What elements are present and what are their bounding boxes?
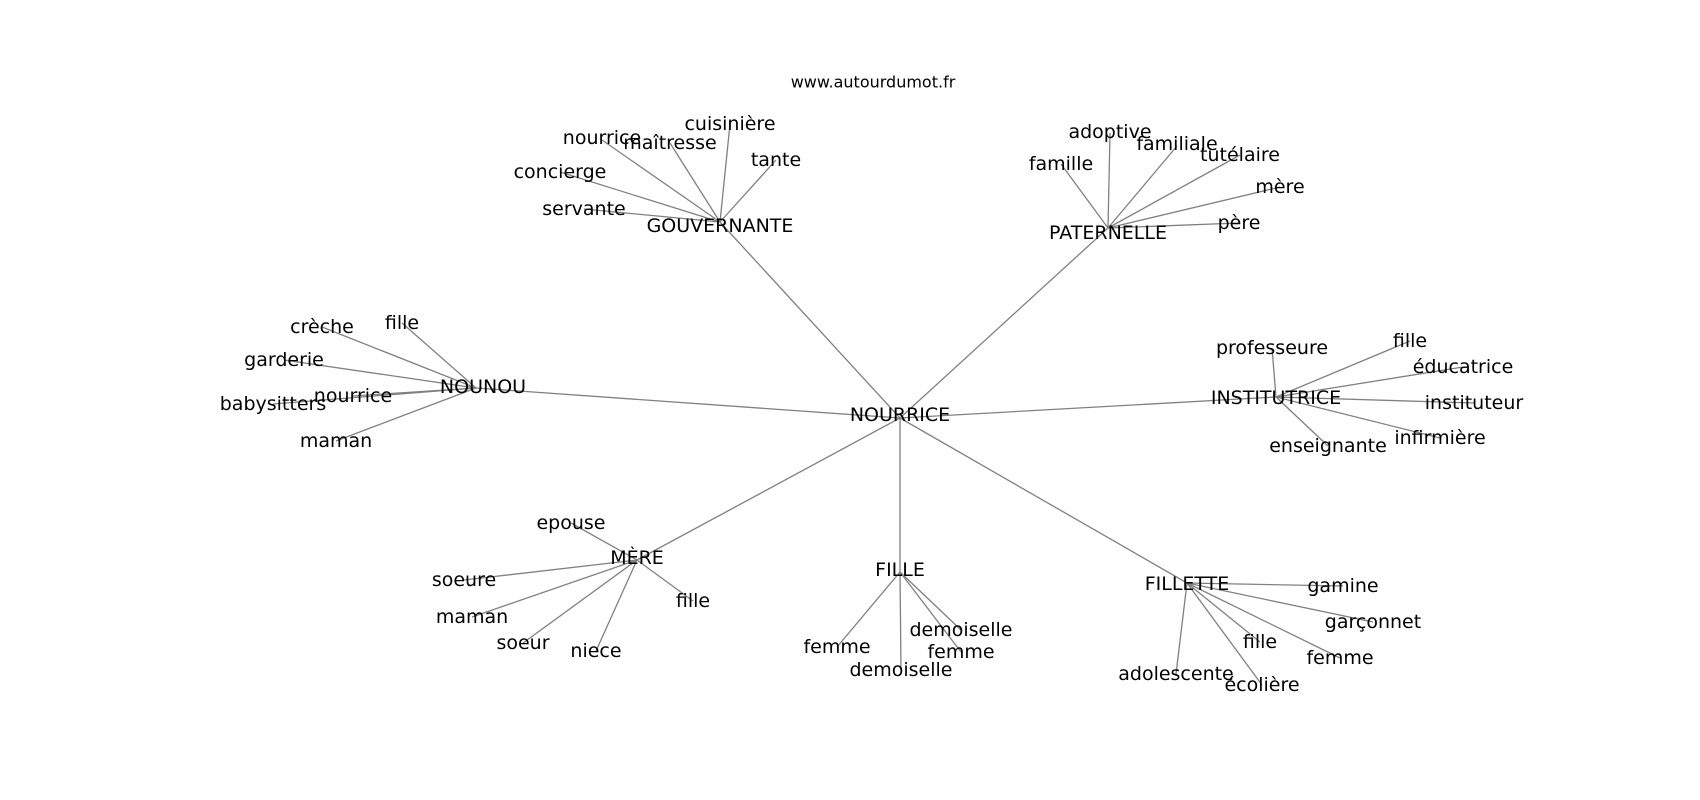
edge-hub-to-leaf bbox=[272, 387, 477, 405]
edge-hub-to-leaf bbox=[636, 559, 694, 602]
leaf-node-label: concierge bbox=[514, 161, 607, 183]
edge-hub-to-leaf bbox=[463, 559, 638, 581]
edge-center-to-hub bbox=[636, 417, 901, 561]
edge-hub-to-leaf bbox=[321, 326, 477, 389]
labels-layer: NOURRICEGOUVERNANTEcuisinièrenourricemaî… bbox=[220, 113, 1524, 696]
edge-hub-to-leaf bbox=[522, 559, 638, 644]
leaf-node-label: maman bbox=[436, 606, 508, 628]
leaf-node-label: écolière bbox=[1224, 674, 1299, 696]
edge-hub-to-leaf bbox=[283, 359, 477, 389]
leaf-node-label: père bbox=[1218, 212, 1261, 234]
leaf-node-label: fille bbox=[1243, 631, 1277, 653]
edge-hub-to-leaf bbox=[1107, 186, 1281, 229]
leaf-node-label: femme bbox=[927, 641, 994, 663]
edge-center-to-hub bbox=[719, 221, 901, 419]
hub-node-label: PATERNELLE bbox=[1049, 222, 1167, 244]
leaf-node-label: cuisinière bbox=[684, 113, 775, 135]
leaf-node-label: gamine bbox=[1307, 575, 1378, 597]
hub-node-label: NOUNOU bbox=[440, 376, 526, 398]
hub-node-label: MÈRE bbox=[610, 546, 664, 569]
hub-node-label: GOUVERNANTE bbox=[647, 215, 794, 237]
leaf-node-label: infirmière bbox=[1394, 427, 1485, 449]
leaf-node-label: professeure bbox=[1216, 337, 1328, 359]
edge-hub-to-leaf bbox=[1186, 582, 1341, 659]
leaf-node-label: famille bbox=[1029, 153, 1093, 175]
edge-hub-to-leaf bbox=[1275, 366, 1464, 398]
leaf-node-label: éducatrice bbox=[1413, 356, 1514, 378]
hub-node-label: FILLE bbox=[875, 559, 925, 581]
site-watermark: www.autourdumot.fr bbox=[791, 73, 956, 92]
leaf-node-label: maman bbox=[300, 430, 372, 452]
edge-center-to-hub bbox=[899, 417, 1188, 584]
edge-hub-to-leaf bbox=[899, 571, 962, 631]
edge-hub-to-leaf bbox=[1275, 396, 1441, 439]
leaf-node-label: familiale bbox=[1136, 133, 1217, 155]
leaf-node-label: adolescente bbox=[1118, 663, 1234, 685]
leaf-node-label: babysitters bbox=[220, 393, 327, 415]
edge-hub-to-leaf bbox=[1175, 582, 1188, 675]
leaf-node-label: enseignante bbox=[1269, 435, 1387, 457]
hub-node-label: INSTITUTRICE bbox=[1211, 387, 1341, 409]
leaf-node-label: nourrice bbox=[314, 385, 392, 407]
leaf-node-label: crèche bbox=[290, 316, 354, 338]
leaf-node-label: niece bbox=[570, 640, 621, 662]
edge-hub-to-leaf bbox=[1271, 347, 1277, 398]
edge-hub-to-leaf bbox=[1275, 396, 1475, 404]
edge-hub-to-leaf bbox=[719, 123, 731, 223]
edge-hub-to-leaf bbox=[1060, 163, 1109, 229]
leaf-node-label: tante bbox=[751, 149, 801, 171]
leaf-node-label: epouse bbox=[536, 512, 605, 534]
edge-hub-to-leaf bbox=[899, 571, 902, 671]
edge-center-to-hub bbox=[899, 227, 1109, 419]
leaf-node-label: fille bbox=[385, 312, 419, 334]
edge-hub-to-leaf bbox=[1107, 154, 1241, 229]
edge-hub-to-leaf bbox=[1186, 582, 1261, 643]
leaf-node-label: adoptive bbox=[1068, 121, 1151, 143]
edge-hub-to-leaf bbox=[471, 559, 638, 618]
edge-hub-to-leaf bbox=[1186, 582, 1374, 623]
edge-hub-to-leaf bbox=[719, 159, 777, 223]
leaf-node-label: femme bbox=[803, 636, 870, 658]
edge-hub-to-leaf bbox=[583, 208, 721, 223]
leaf-node-label: garderie bbox=[244, 349, 324, 371]
leaf-node-label: instituteur bbox=[1425, 392, 1524, 414]
leaf-node-label: fille bbox=[1393, 330, 1427, 352]
edge-hub-to-leaf bbox=[559, 171, 721, 223]
edge-hub-to-leaf bbox=[401, 322, 477, 389]
edge-hub-to-leaf bbox=[595, 559, 638, 652]
leaf-node-label: soeur bbox=[496, 632, 549, 654]
leaf-node-label: servante bbox=[542, 198, 625, 220]
edge-hub-to-leaf bbox=[669, 142, 721, 223]
leaf-node-label: tutélaire bbox=[1200, 144, 1280, 166]
edges-layer bbox=[272, 123, 1475, 686]
edge-hub-to-leaf bbox=[836, 571, 901, 648]
edge-hub-to-leaf bbox=[1107, 132, 1111, 229]
leaf-node-label: nourrice bbox=[563, 127, 641, 149]
leaf-node-label: maîtresse bbox=[623, 132, 716, 154]
edge-center-to-hub bbox=[475, 387, 901, 419]
edge-hub-to-leaf bbox=[899, 571, 962, 653]
edge-hub-to-leaf bbox=[1186, 582, 1344, 587]
edge-hub-to-leaf bbox=[1275, 340, 1411, 398]
edge-hub-to-leaf bbox=[1107, 145, 1178, 229]
edge-hub-to-leaf bbox=[335, 387, 477, 442]
edge-hub-to-leaf bbox=[1275, 396, 1329, 447]
edge-hub-to-leaf bbox=[1107, 222, 1240, 229]
leaf-node-label: garçonnet bbox=[1325, 611, 1421, 633]
leaf-node-label: demoiselle bbox=[850, 659, 953, 681]
leaf-node-label: mère bbox=[1255, 176, 1304, 198]
leaf-node-label: fille bbox=[676, 590, 710, 612]
edge-hub-to-leaf bbox=[601, 139, 721, 223]
leaf-node-label: demoiselle bbox=[910, 619, 1013, 641]
edge-hub-to-leaf bbox=[1186, 582, 1263, 686]
hub-node-label: FILLETTE bbox=[1145, 573, 1230, 595]
center-node-label: NOURRICE bbox=[850, 404, 950, 426]
edge-center-to-hub bbox=[899, 396, 1277, 419]
leaf-node-label: soeure bbox=[432, 569, 496, 591]
leaf-node-label: femme bbox=[1306, 647, 1373, 669]
edge-hub-to-leaf bbox=[570, 522, 638, 561]
